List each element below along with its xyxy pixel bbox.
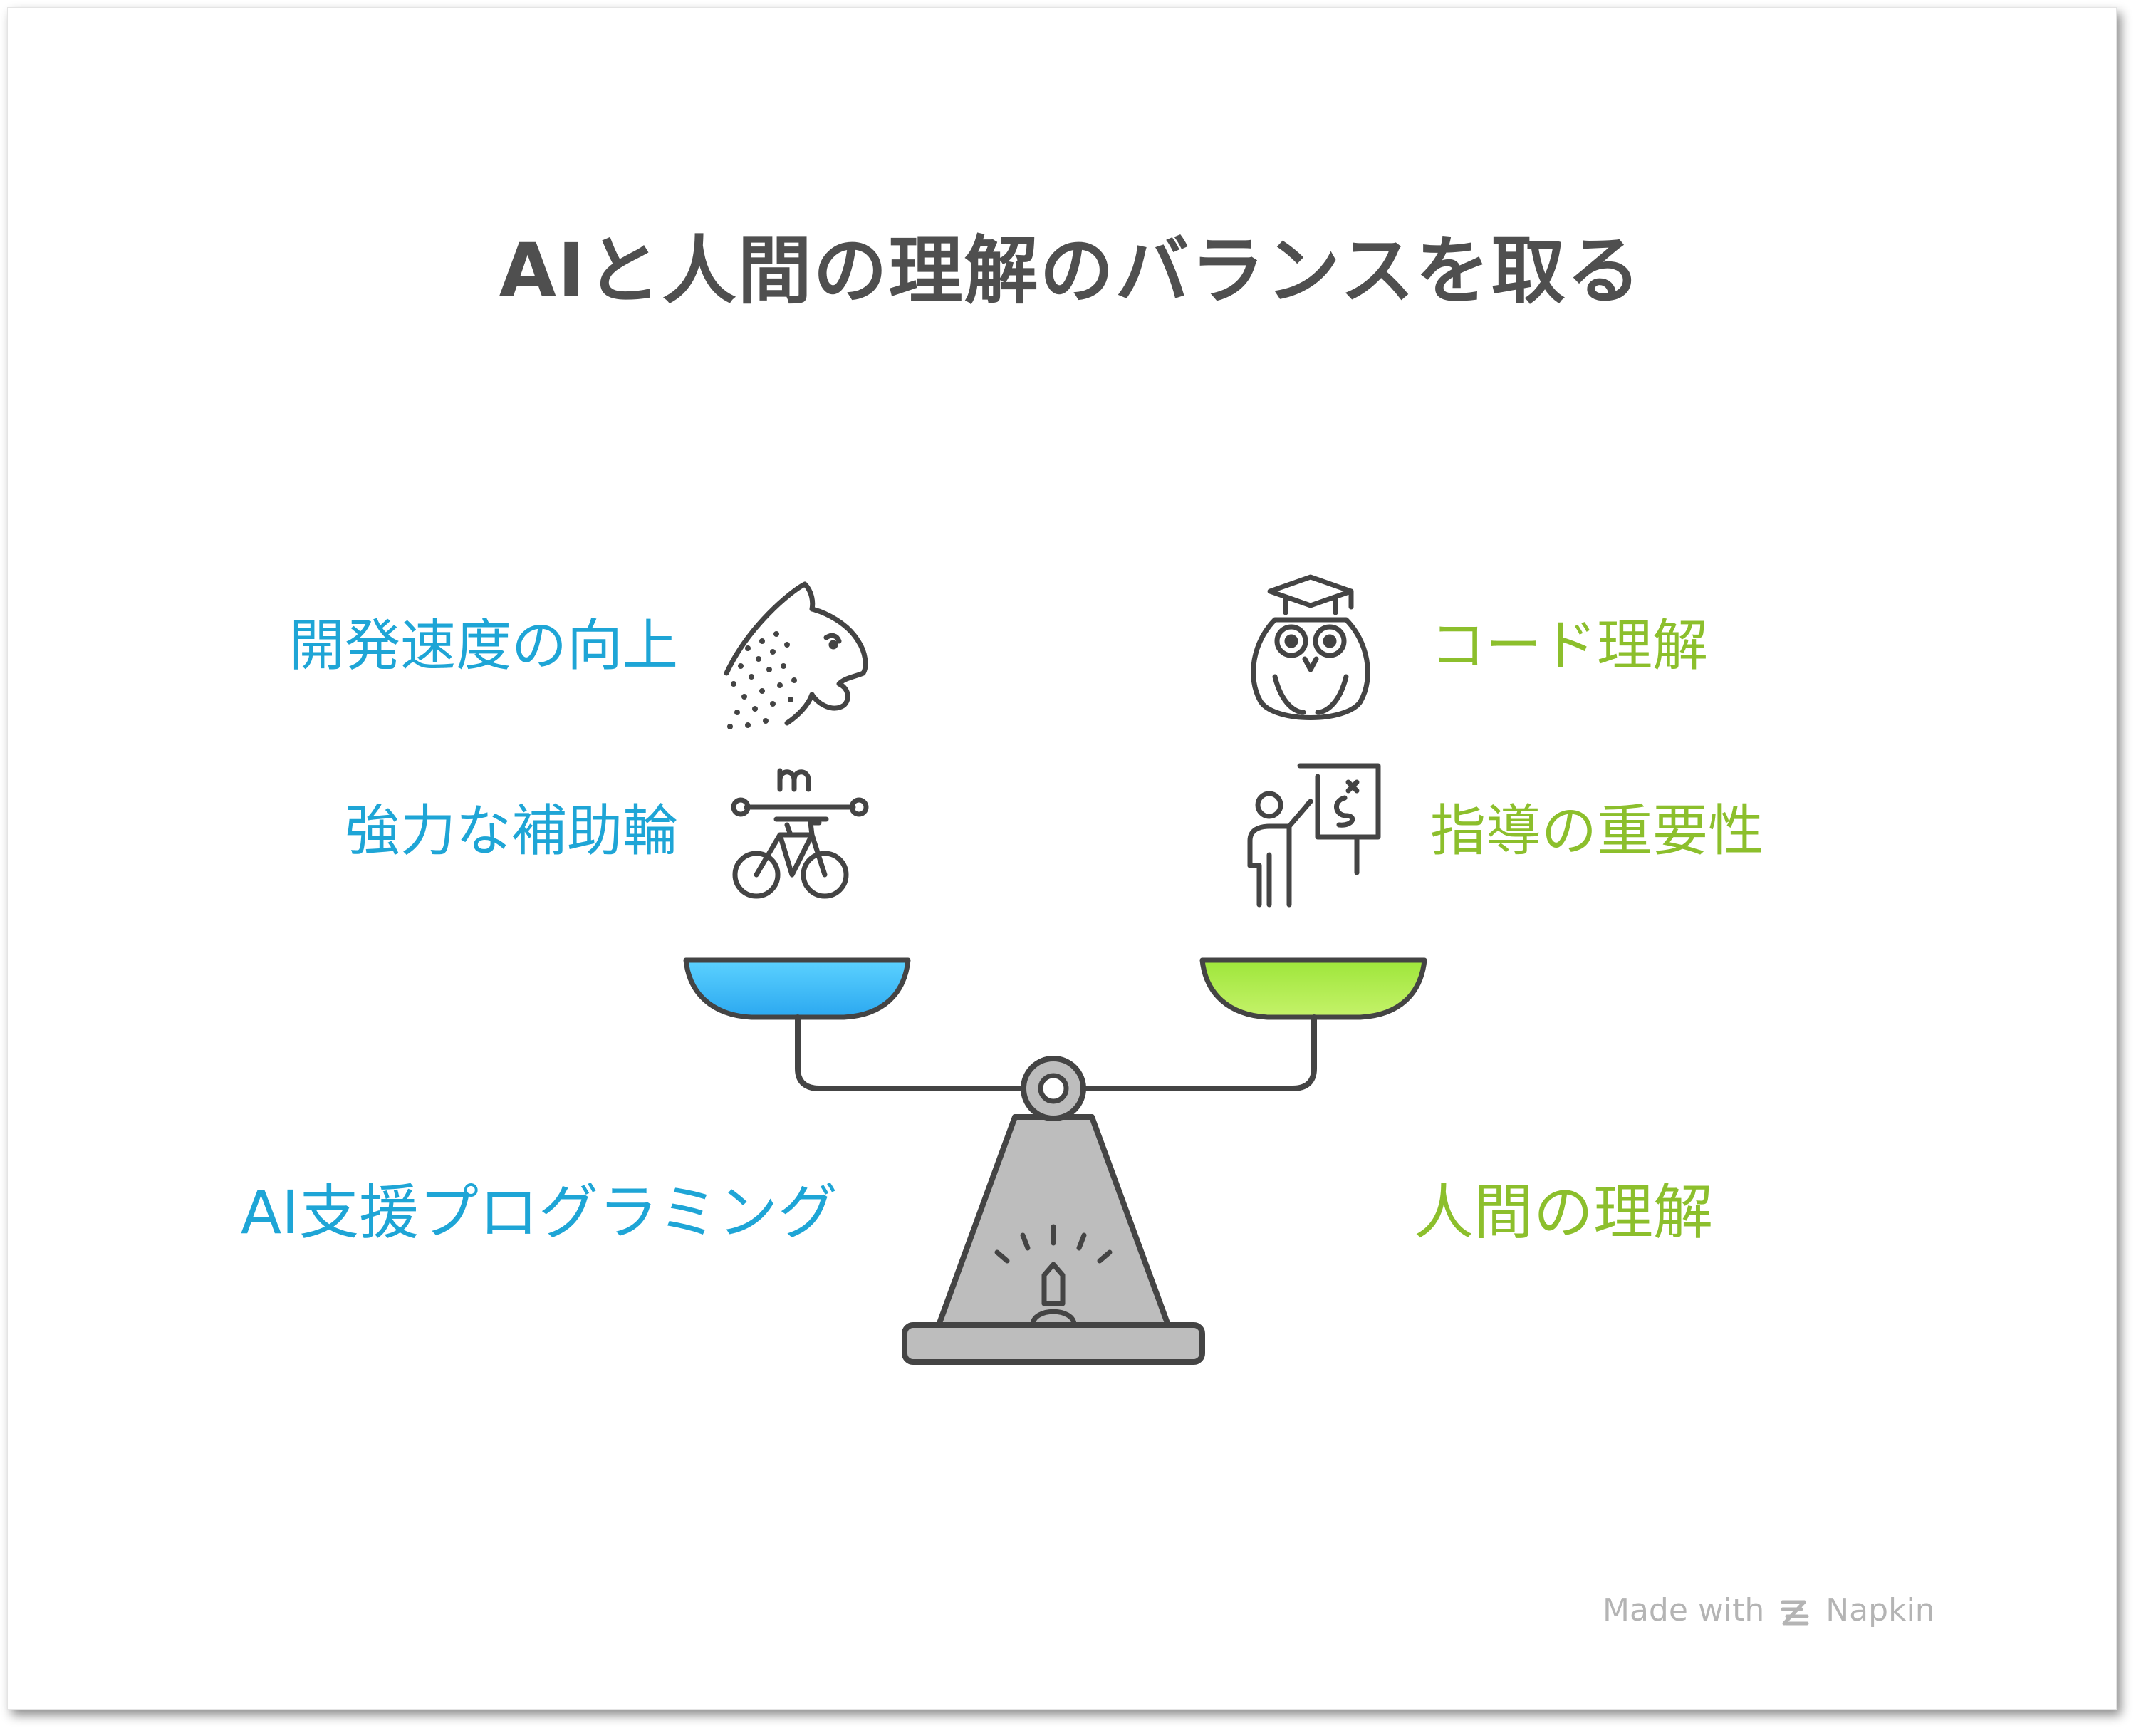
left-item-training-wheels: 強力な補助輪 bbox=[344, 799, 678, 863]
napkin-logo-icon bbox=[1781, 1600, 1809, 1626]
right-category-label: 人間の理解 bbox=[1414, 1178, 1714, 1247]
napkin-brand-text: Napkin bbox=[1825, 1592, 1935, 1628]
bicycle-icon bbox=[731, 768, 869, 899]
scale-beam bbox=[795, 1014, 1317, 1091]
scale-base bbox=[902, 1322, 1205, 1365]
scale-pivot bbox=[1021, 1056, 1086, 1121]
right-item-code-understanding: コード理解 bbox=[1430, 614, 1709, 678]
cheetah-icon bbox=[724, 581, 868, 729]
napkin-watermark: Made with Napkin bbox=[1603, 1592, 1935, 1628]
right-item-guidance: 指導の重要性 bbox=[1430, 799, 1764, 863]
owl-icon bbox=[1251, 574, 1370, 720]
left-pan bbox=[683, 957, 911, 1020]
teacher-icon bbox=[1247, 763, 1381, 908]
left-item-speed: 開発速度の向上 bbox=[288, 614, 678, 678]
made-with-text: Made with bbox=[1603, 1592, 1765, 1628]
diagram-title: AIと人間の理解のバランスを取る bbox=[499, 227, 1642, 314]
scale-stand bbox=[936, 1114, 1171, 1328]
left-category-label: AI支援プログラミング bbox=[240, 1178, 838, 1247]
right-pan bbox=[1199, 957, 1427, 1020]
diagram-card bbox=[7, 7, 2117, 1710]
